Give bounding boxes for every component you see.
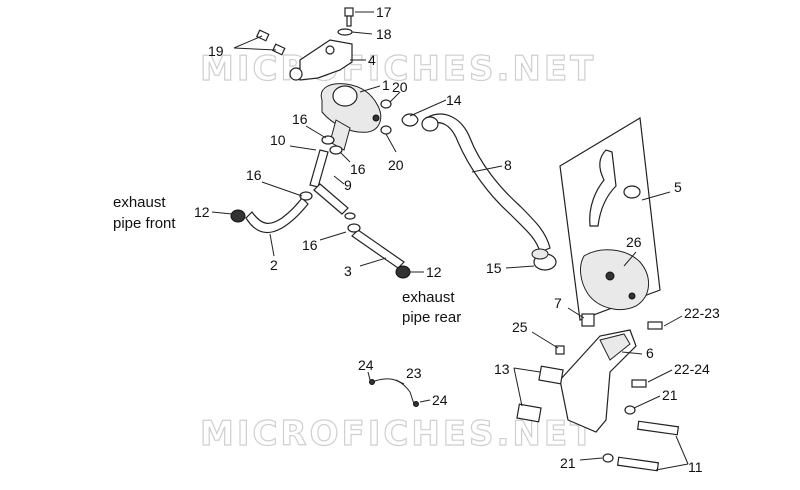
part-10-hose bbox=[309, 149, 329, 188]
callout-19: 19 bbox=[208, 43, 224, 59]
part-18-clip bbox=[337, 28, 353, 36]
callout-20-upper: 20 bbox=[392, 79, 408, 95]
part-21-washers bbox=[602, 405, 636, 463]
callout-21-lower: 21 bbox=[560, 455, 576, 471]
callout-24-upper: 24 bbox=[358, 357, 374, 373]
callout-25: 25 bbox=[512, 319, 528, 335]
part-15-clamp bbox=[531, 248, 557, 271]
callout-21-upper: 21 bbox=[662, 387, 678, 403]
note-exhaust-rear-line2: pipe rear bbox=[402, 309, 461, 326]
note-exhaust-front-line2: pipe front bbox=[113, 215, 176, 232]
part-17-bolt bbox=[344, 7, 354, 27]
part-9-hose bbox=[313, 183, 349, 215]
part-20-washers bbox=[380, 99, 392, 135]
note-exhaust-front-line1: exhaust bbox=[113, 194, 166, 211]
part-4-bracket bbox=[289, 39, 353, 81]
callout-8: 8 bbox=[504, 157, 512, 173]
callout-16-upper-right: 16 bbox=[350, 161, 366, 177]
callout-11: 11 bbox=[688, 459, 703, 475]
part-25-nut bbox=[555, 345, 565, 355]
callout-10: 10 bbox=[270, 132, 286, 148]
callout-2: 2 bbox=[270, 257, 278, 273]
callout-12-front: 12 bbox=[194, 204, 210, 220]
callout-26: 26 bbox=[626, 234, 642, 250]
callout-7: 7 bbox=[554, 295, 562, 311]
callout-4: 4 bbox=[368, 52, 376, 68]
callout-23: 23 bbox=[406, 365, 422, 381]
part-13-spacers bbox=[516, 365, 564, 423]
part-2-hose bbox=[245, 191, 313, 234]
part-22-24-bolt bbox=[631, 379, 647, 388]
part-22-23-bolt bbox=[647, 321, 663, 330]
part-1-valve bbox=[320, 83, 382, 151]
part-12-cap-rear bbox=[395, 265, 411, 279]
part-7-clip bbox=[581, 313, 595, 327]
callout-15: 15 bbox=[486, 260, 502, 276]
part-19-bolts bbox=[255, 29, 286, 56]
callout-17: 17 bbox=[376, 4, 392, 20]
callout-13: 13 bbox=[494, 361, 510, 377]
callout-1: 1 bbox=[382, 77, 390, 93]
callout-22-23: 22-23 bbox=[684, 305, 720, 321]
callout-9: 9 bbox=[344, 177, 352, 193]
callout-5: 5 bbox=[674, 179, 682, 195]
callout-20-lower: 20 bbox=[388, 157, 404, 173]
callout-16-lower: 16 bbox=[302, 237, 318, 253]
part-6-bracket bbox=[559, 329, 637, 433]
callout-22-24: 22-24 bbox=[674, 361, 710, 377]
watermark-top: MICROFICHES.NET bbox=[200, 49, 596, 89]
leader-lines bbox=[211, 11, 689, 471]
part-11-bolts bbox=[616, 420, 680, 472]
part-14-clamp bbox=[401, 113, 419, 127]
callout-24-lower: 24 bbox=[432, 392, 448, 408]
part-23-hose bbox=[369, 378, 419, 407]
part-8-pipe bbox=[421, 113, 551, 253]
callout-18: 18 bbox=[376, 26, 392, 42]
part-3-hose bbox=[344, 212, 405, 269]
callout-6: 6 bbox=[646, 345, 654, 361]
callout-3: 3 bbox=[344, 263, 352, 279]
callout-16-mid: 16 bbox=[246, 167, 262, 183]
callout-12-rear: 12 bbox=[426, 264, 442, 280]
part-16-clamps-upper bbox=[321, 135, 343, 155]
callout-14: 14 bbox=[446, 92, 462, 108]
part-26-reed-valve bbox=[580, 249, 649, 310]
part-12-cap-front bbox=[230, 209, 246, 223]
callout-16-upper-left: 16 bbox=[292, 111, 308, 127]
note-exhaust-rear-line1: exhaust bbox=[402, 289, 455, 306]
